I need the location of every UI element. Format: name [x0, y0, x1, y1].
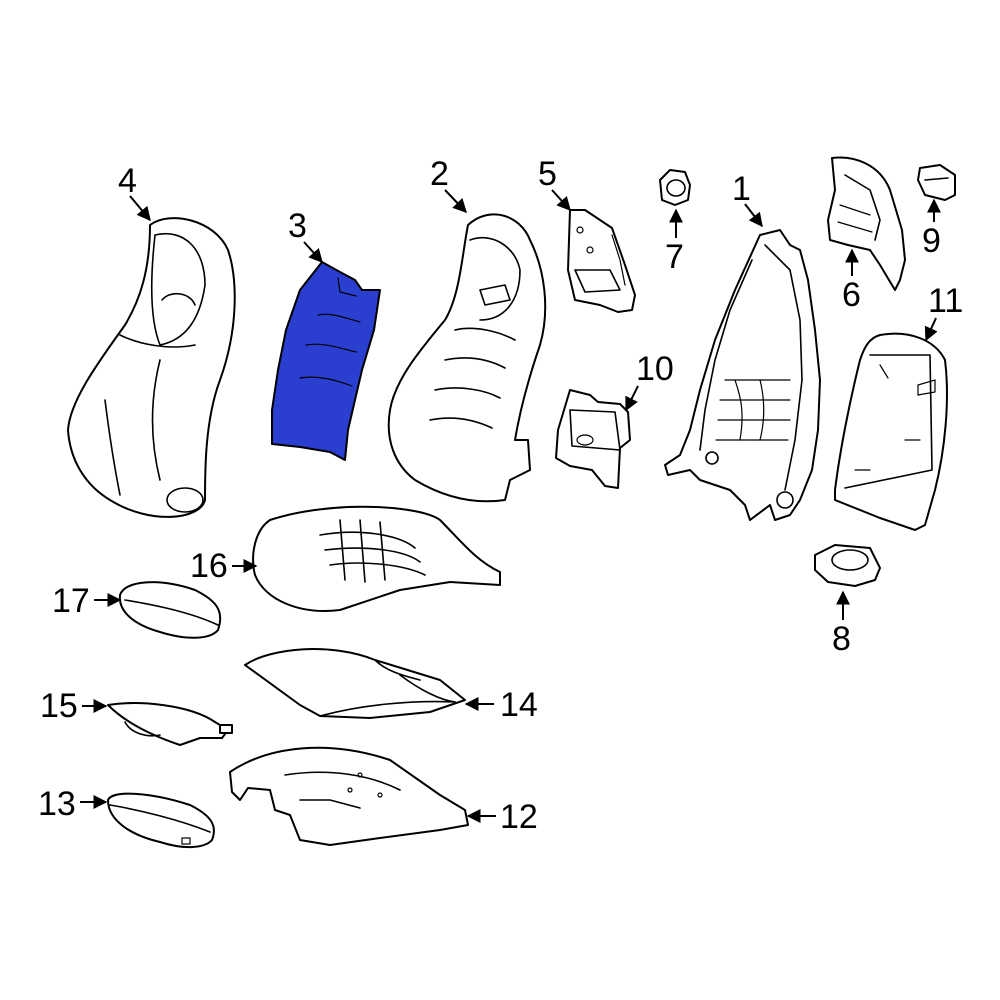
part-11-back-panel[interactable] — [834, 332, 948, 531]
callout-6-label: 6 — [842, 276, 861, 314]
part-2-backrest-foam[interactable] — [387, 213, 547, 503]
callout-7[interactable]: 7 — [665, 208, 684, 276]
part-9-cap[interactable] — [917, 164, 956, 201]
callout-17[interactable]: 17 — [52, 582, 122, 620]
callout-1[interactable]: 1 — [732, 170, 763, 228]
callout-4-arrow — [129, 195, 151, 222]
part-6-side-trim[interactable] — [827, 156, 906, 291]
callout-13[interactable]: 13 — [38, 785, 108, 823]
callout-11-label: 11 — [928, 282, 963, 320]
part-13-armrest[interactable] — [107, 792, 215, 848]
callout-1-label: 1 — [732, 170, 751, 208]
callout-7-label: 7 — [665, 238, 684, 276]
callout-11[interactable]: 11 — [924, 282, 963, 342]
part-17-armrest-pad[interactable] — [118, 581, 222, 639]
callout-10[interactable]: 10 — [625, 350, 674, 412]
callout-12-label: 12 — [500, 798, 538, 836]
callout-3-label: 3 — [288, 207, 307, 245]
callout-4[interactable]: 4 — [118, 162, 151, 222]
part-12-seat-pan[interactable] — [229, 746, 469, 846]
callout-2[interactable]: 2 — [430, 155, 467, 214]
callout-14[interactable]: 14 — [464, 686, 538, 724]
callout-15-label: 15 — [40, 687, 78, 725]
callout-6[interactable]: 6 — [842, 248, 861, 314]
callout-2-label: 2 — [430, 155, 449, 193]
callout-8-label: 8 — [832, 620, 851, 658]
callout-3[interactable]: 3 — [288, 207, 323, 264]
part-8-motor[interactable] — [814, 544, 881, 587]
callout-16[interactable]: 16 — [190, 547, 258, 585]
callout-5-arrow — [551, 189, 571, 212]
callout-9[interactable]: 9 — [922, 198, 941, 260]
part-16-cushion-cover[interactable] — [252, 505, 501, 612]
callout-1-arrow — [744, 203, 763, 228]
part-10-panel[interactable] — [555, 389, 631, 489]
callout-17-label: 17 — [52, 582, 90, 620]
callout-10-arrow — [625, 385, 639, 412]
callout-13-label: 13 — [38, 785, 76, 823]
callout-9-label: 9 — [922, 222, 941, 260]
part-5-bracket[interactable] — [567, 209, 636, 313]
part-14-cushion-foam[interactable] — [244, 648, 466, 719]
part-15-heater-mat[interactable] — [107, 702, 233, 746]
callout-3-arrow — [303, 241, 323, 264]
part-3-backrest-pad[interactable] — [271, 261, 381, 461]
callout-10-label: 10 — [636, 350, 674, 388]
callout-14-label: 14 — [500, 686, 538, 724]
callout-16-label: 16 — [190, 547, 228, 585]
part-7-clip[interactable] — [659, 169, 691, 206]
callout-8[interactable]: 8 — [832, 590, 851, 658]
part-1-backrest-frame[interactable] — [664, 229, 821, 521]
callout-2-arrow — [444, 189, 467, 214]
callout-12[interactable]: 12 — [466, 798, 538, 836]
callout-11-arrow — [924, 317, 938, 342]
part-4-backrest-cover[interactable] — [67, 217, 236, 518]
callout-5-label: 5 — [538, 155, 557, 193]
callout-5[interactable]: 5 — [538, 155, 571, 212]
callout-4-label: 4 — [118, 162, 137, 200]
callout-15[interactable]: 15 — [40, 687, 108, 725]
